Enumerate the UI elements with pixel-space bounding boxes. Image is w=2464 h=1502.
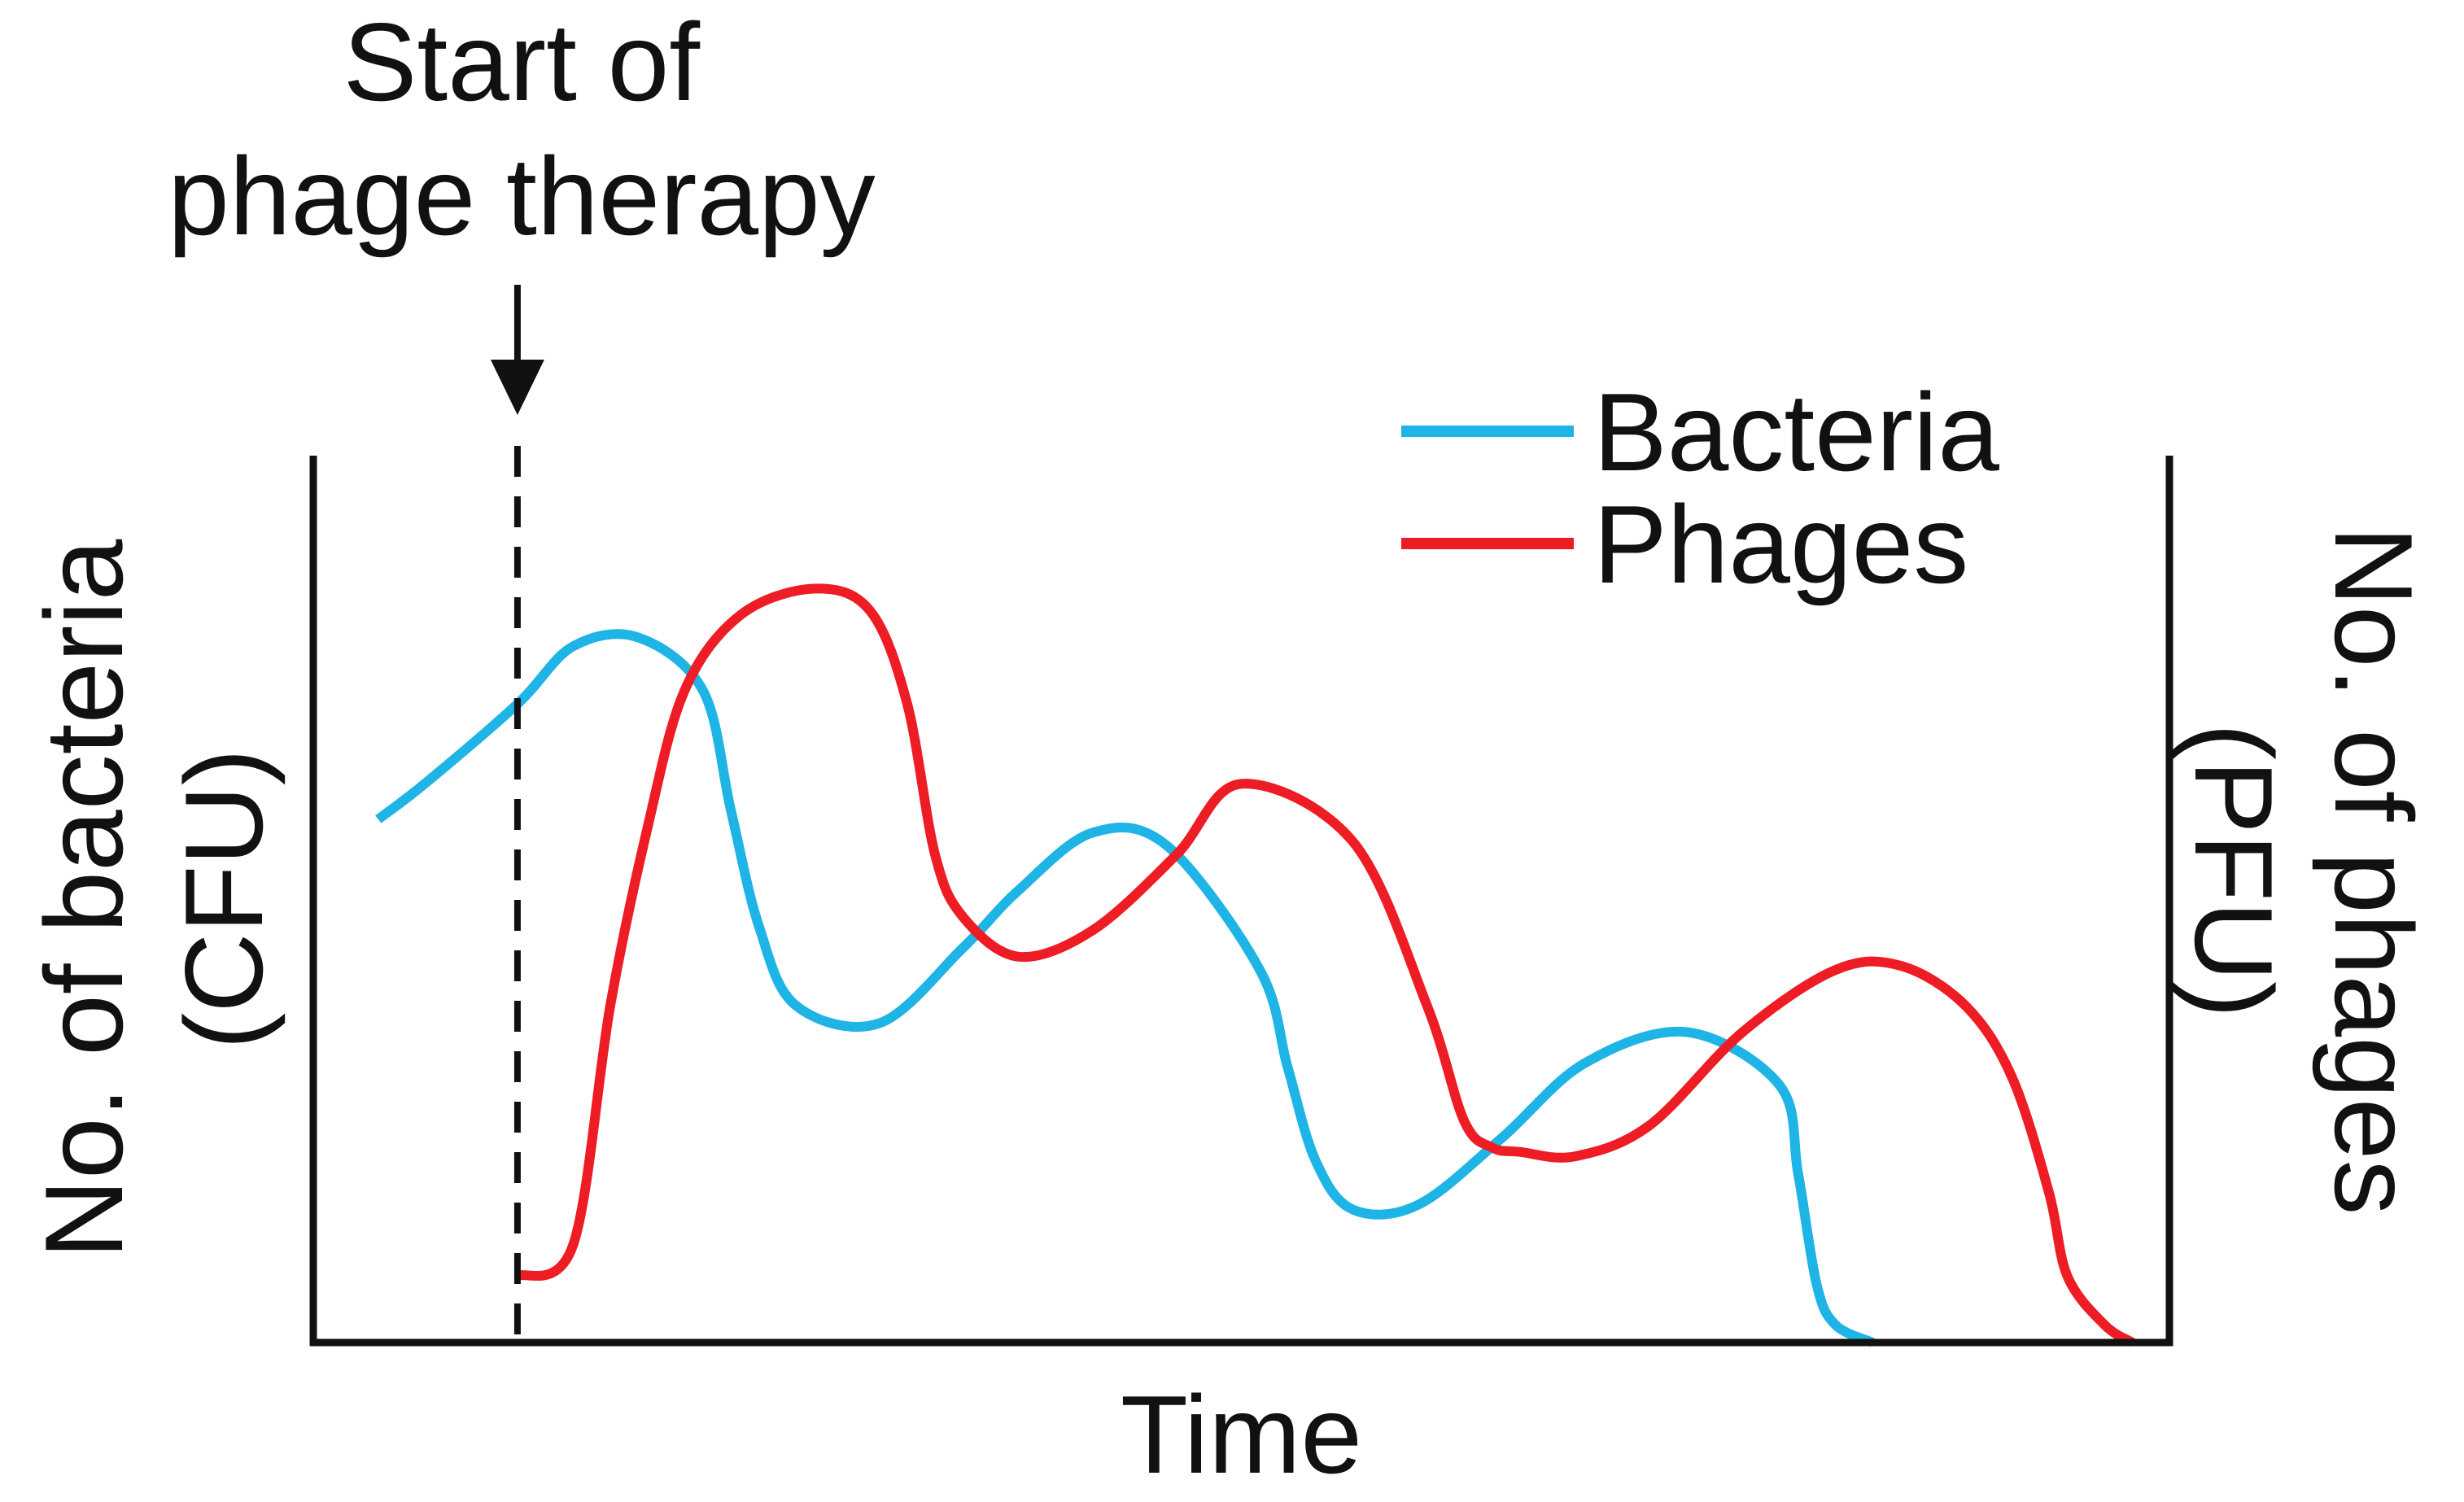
series-line-bacteria	[375, 629, 1875, 1347]
x-axis-label: Time	[1121, 1373, 1362, 1496]
y-axis-label-left-line-2: (CFU)	[162, 749, 286, 1050]
plot-area	[375, 583, 2135, 1347]
legend-label-phages: Phages	[1593, 482, 1968, 606]
y-axis-label-right-line-1: No. of phages	[2312, 526, 2436, 1216]
y-axis-label-left-line-1: No. of bacteria	[22, 539, 146, 1259]
y-axis-label-right-line-2: (PFU)	[2172, 723, 2296, 1019]
axes	[309, 456, 2173, 1347]
legend-label-bacteria: Bacteria	[1593, 370, 1999, 494]
annotation-text-line-1: Start of	[343, 0, 701, 124]
y-axis-label-left: No. of bacteria(CFU)	[22, 539, 286, 1259]
therapy-arrow-head	[490, 360, 544, 415]
series-line-phages	[514, 583, 2135, 1347]
y-axis-label-right: No. of phages(PFU)	[2172, 526, 2436, 1216]
annotation-text-line-2: phage therapy	[168, 134, 876, 258]
axis-labels: Time No. of bacteria(CFU) No. of phages(PF…	[22, 526, 2436, 1496]
